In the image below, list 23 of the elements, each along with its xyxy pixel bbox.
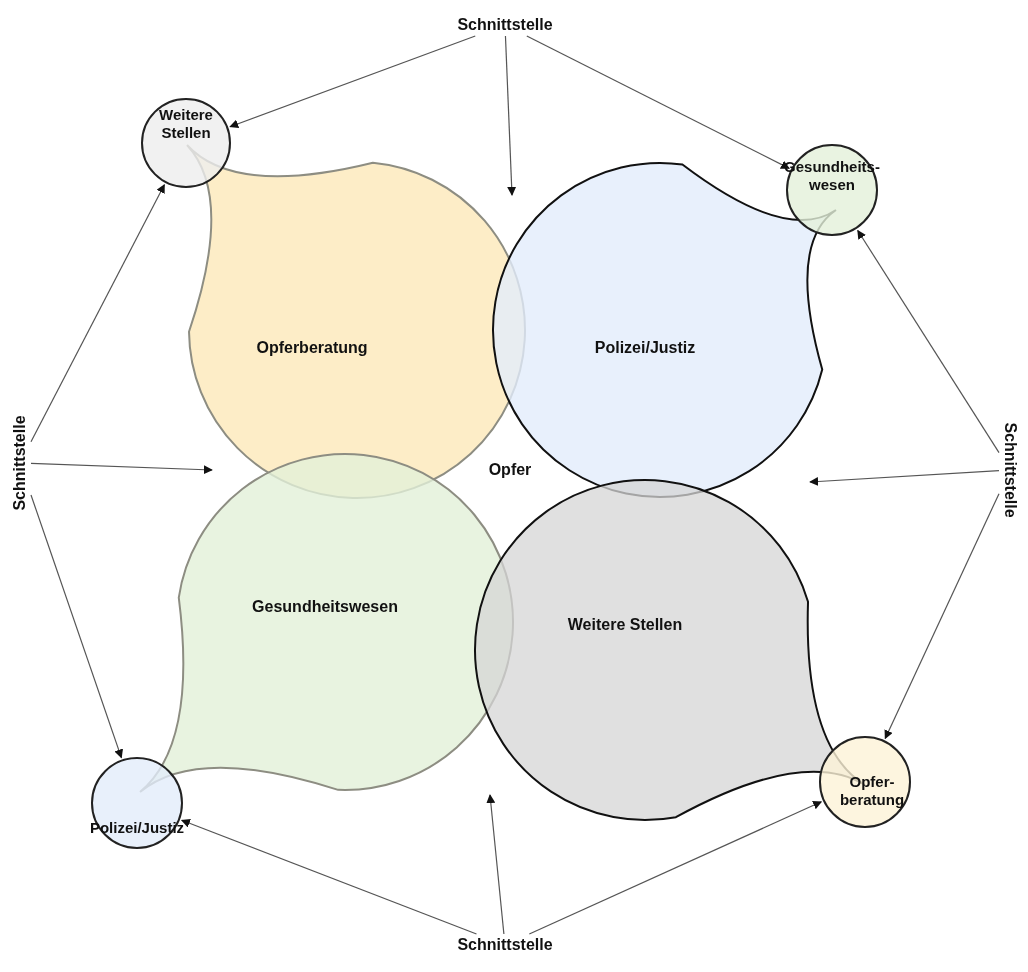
circle-label: Weitere Stellen <box>158 106 214 142</box>
interface-label: Schnittstelle <box>457 936 553 954</box>
shape-label: Gesundheitswesen <box>252 598 398 616</box>
arrow <box>884 493 1000 740</box>
interface-label: Schnittstelle <box>1001 422 1019 518</box>
arrow <box>528 801 823 935</box>
arrow <box>504 35 517 196</box>
arrow <box>857 229 1000 454</box>
shape-label: Opferberatung <box>256 339 368 357</box>
arrow <box>809 470 1000 486</box>
arrow <box>30 183 165 443</box>
arrow <box>526 35 790 169</box>
interface-label: Schnittstelle <box>11 415 29 511</box>
shape-label: Weitere Stellen <box>567 616 683 634</box>
circle-label: Opfer- beratung <box>838 773 906 809</box>
arrow <box>229 35 476 129</box>
center-label: Opfer <box>488 461 532 479</box>
arrow <box>30 494 123 759</box>
shape-label: Polizei/Justiz <box>594 339 696 357</box>
arrow <box>30 462 213 475</box>
arrow <box>180 819 478 935</box>
interface-label: Schnittstelle <box>457 16 553 34</box>
arrow <box>486 794 505 935</box>
